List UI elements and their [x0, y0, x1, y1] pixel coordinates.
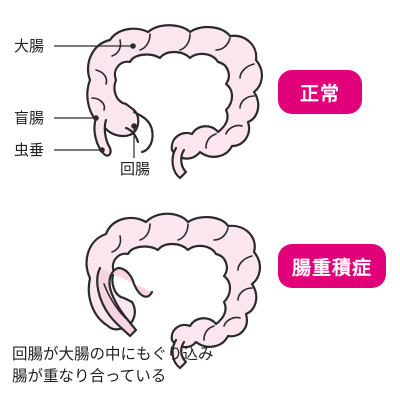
- intussusception-colon: [85, 212, 261, 349]
- normal-rectum: [171, 146, 188, 180]
- label-cecum: 盲腸: [14, 109, 45, 127]
- label-appendix: 虫垂: [14, 141, 45, 159]
- normal-colon: [86, 24, 263, 160]
- normal-appendix: [93, 116, 112, 157]
- label-large-intestine: 大腸: [14, 37, 45, 55]
- badge-normal: 正常: [278, 70, 362, 114]
- intussusception-illustration: [85, 212, 261, 370]
- badge-intussusception: 腸重積症: [278, 244, 386, 288]
- intussusception-caption: 回腸が大腸の中にもぐり込み 腸が重なり合っている: [12, 343, 214, 387]
- telescoped-ileum: [96, 266, 154, 338]
- label-leaders: [54, 43, 137, 158]
- caption-line-2: 腸が重なり合っている: [12, 367, 167, 385]
- label-ileum: 回腸: [120, 160, 151, 178]
- normal-intestine-illustration: [86, 24, 263, 180]
- intussusception-rectum: [171, 338, 188, 370]
- caption-line-1: 回腸が大腸の中にもぐり込み: [12, 345, 214, 363]
